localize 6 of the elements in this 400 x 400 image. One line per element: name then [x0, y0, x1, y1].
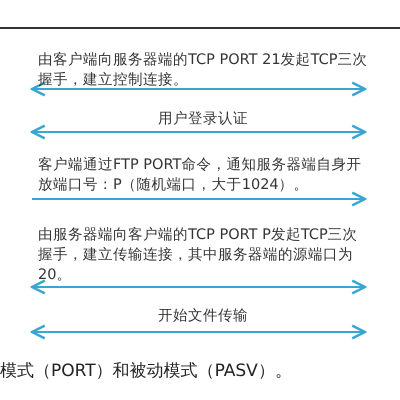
message-label: 由客户端向服务器端的TCP PORT 21发起TCP三次握手，建立控制连接。	[38, 52, 368, 88]
message-label: 用户登录认证	[158, 111, 248, 127]
message-label: 由服务器端向客户端的TCP PORT P发起TCP三次握手，建立传输连接，其中服务器端的源端口为20。	[38, 227, 358, 283]
message-label: 开始文件传输	[158, 308, 248, 324]
caption-text: 模式（PORT）和被动模式（PASV）。	[0, 361, 292, 381]
message-label: 客户端通过FTP PORT命令，通知服务器端自身开放端口号：P（随机端口，大于1024）。	[38, 157, 362, 193]
